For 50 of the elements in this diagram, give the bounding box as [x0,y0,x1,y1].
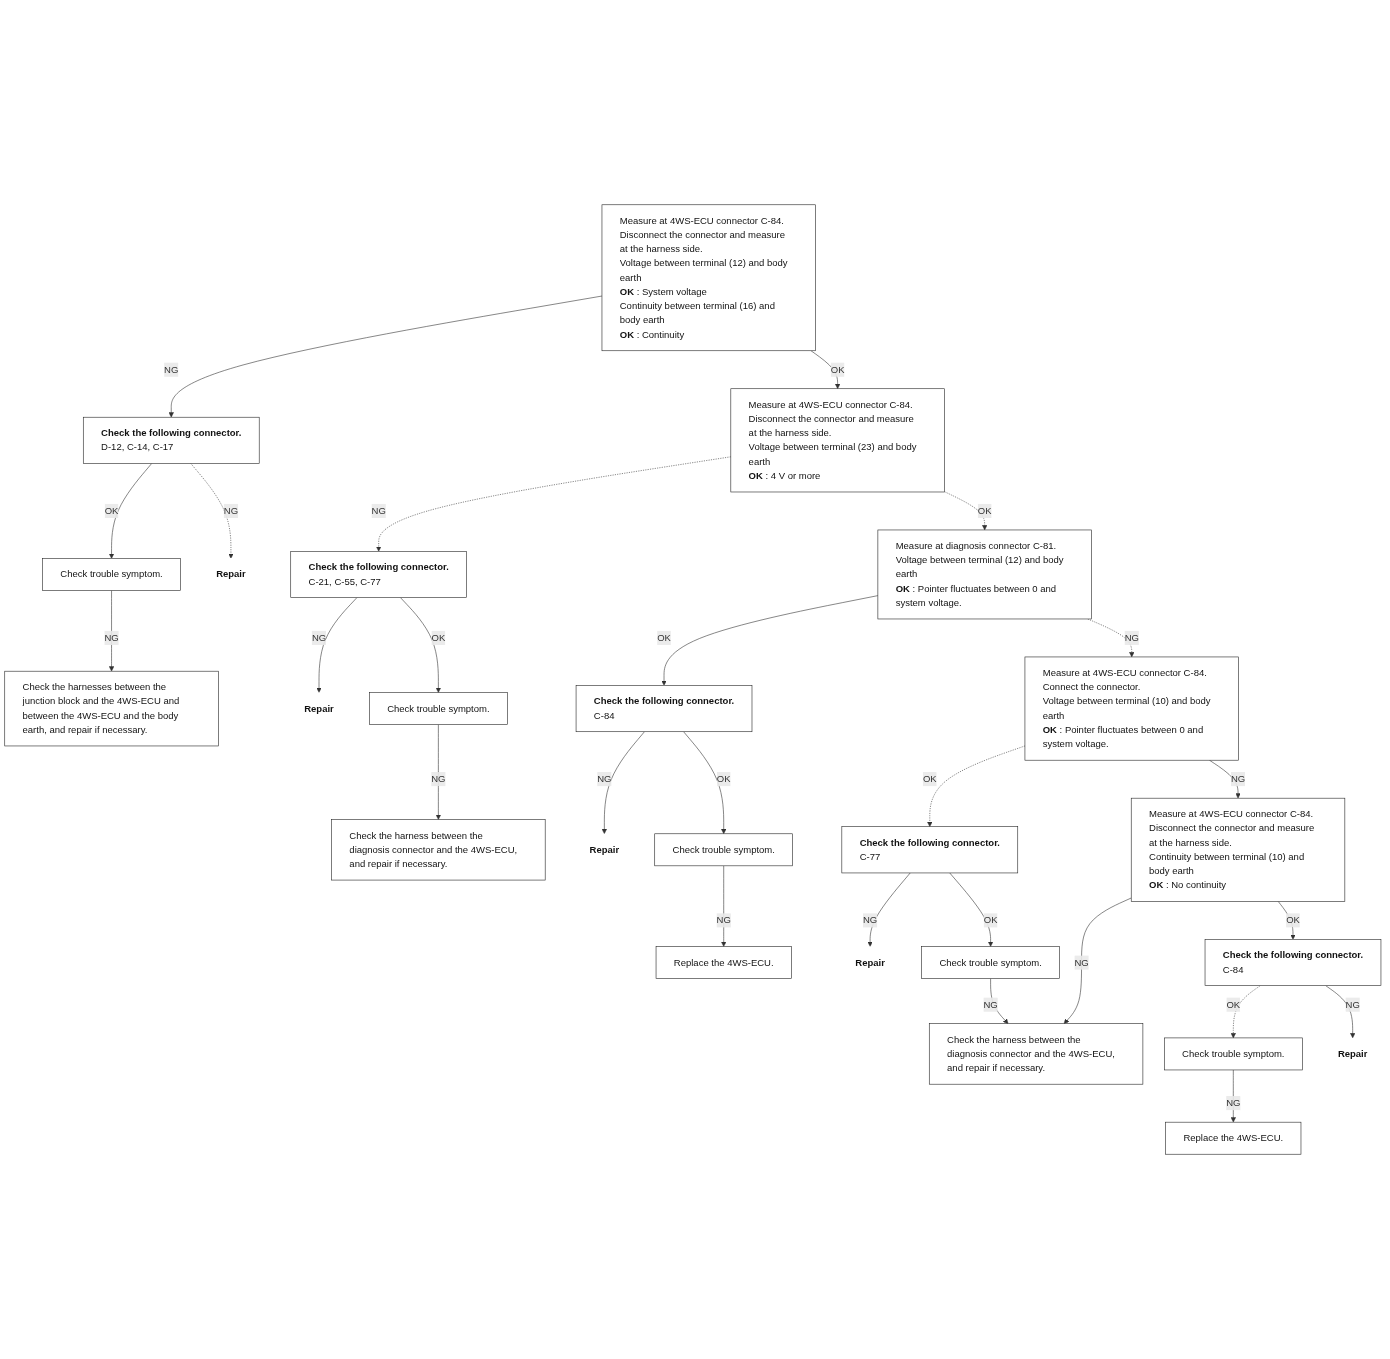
edge-label: OK [104,505,119,516]
edge-label: NG [223,505,239,516]
edge-label: NG [164,364,179,375]
node-box: Measure at 4WS-ECU connector C-84. Disconnect the connector and measure at the harness side. Voltage between terminal (23) and body earth OK : 4 V or more [730,388,945,493]
node-box: Check trouble symptom. [369,692,508,725]
edge-label: OK [431,632,446,643]
node-box: Measure at 4WS-ECU connector C-84. Disconnect the connector and measure at the harness side. Voltage between terminal (12) and body earth OK : System voltage Continuity between terminal (16) and body earth OK : Continuity [601,204,816,352]
node-box: Check the harness between the diagnosis connector and the 4WS-ECU, and repair if necessary. [928,1023,1144,1085]
edge-label: OK [830,364,845,375]
edge-label: OK [1226,999,1241,1010]
edge-label: OK [983,915,998,926]
node-box: Check the harnesses between the junction block and the 4WS-ECU and between the 4WS-ECU and the body earth, and repair if necessary. [4,670,219,747]
edge-label: NG [597,773,612,784]
edge-label: NG [1124,632,1139,643]
node-box: Measure at diagnosis connector C-81. Voltage between terminal (12) and body earth OK : Pointer fluctuates between 0 and system voltage. [877,529,1092,620]
node-box: Check the following connector. D-12, C-14, C-17 [83,416,260,464]
node-box: Replace the 4WS-ECU. [655,946,792,979]
edge-label: OK [1286,915,1300,926]
node-box: Check the harness between the diagnosis connector and the 4WS-ECU, and repair if necessary. [331,819,546,881]
node-box: Check the following connector. C-84 [575,685,753,732]
node-box: Check trouble symptom. [42,558,181,591]
node-box: Replace the 4WS-ECU. [1165,1121,1302,1155]
edge-label: NG [862,915,878,926]
node-box: Check trouble symptom. [921,946,1060,979]
edge-label: OK [716,773,731,784]
edge-label: OK [922,773,937,784]
node-text: Repair [589,844,620,855]
node-text: Repair [216,569,246,580]
edge-label: NG [311,632,327,643]
edge-label: NG [431,773,446,784]
node-box: Measure at 4WS-ECU connector C-84. Connect the connector. Voltage between terminal (10) and body earth OK : Pointer fluctuates between 0 and system voltage. [1024,656,1239,761]
edge-label: OK [657,632,671,643]
node-box: Check the following connector. C-21, C-55, C-77 [290,551,467,598]
node-text: Repair [304,703,334,714]
edge-label: NG [104,632,119,643]
node-box: Check the following connector. C-77 [841,826,1019,874]
node-box: Check the following connector. C-84 [1204,939,1382,986]
node-box: Measure at 4WS-ECU connector C-84. Disconnect the connector and measure at the harness side. Continuity between terminal (10) and body earth OK : No continuity [1130,797,1346,902]
edge-label: NG [716,915,731,926]
edge-label: OK [977,505,992,516]
edge-label: NG [371,505,386,516]
edge-label: NG [1230,773,1246,784]
node-box: Check trouble symptom. [654,833,793,867]
edge-label: NG [1226,1097,1241,1108]
node-text: Repair [855,957,885,968]
edge-label: NG [1345,999,1360,1010]
node-text: Repair [1337,1048,1368,1059]
node-box: Check trouble symptom. [1164,1037,1303,1071]
edge-label: NG [983,999,998,1010]
edge-label: NG [1074,957,1089,968]
